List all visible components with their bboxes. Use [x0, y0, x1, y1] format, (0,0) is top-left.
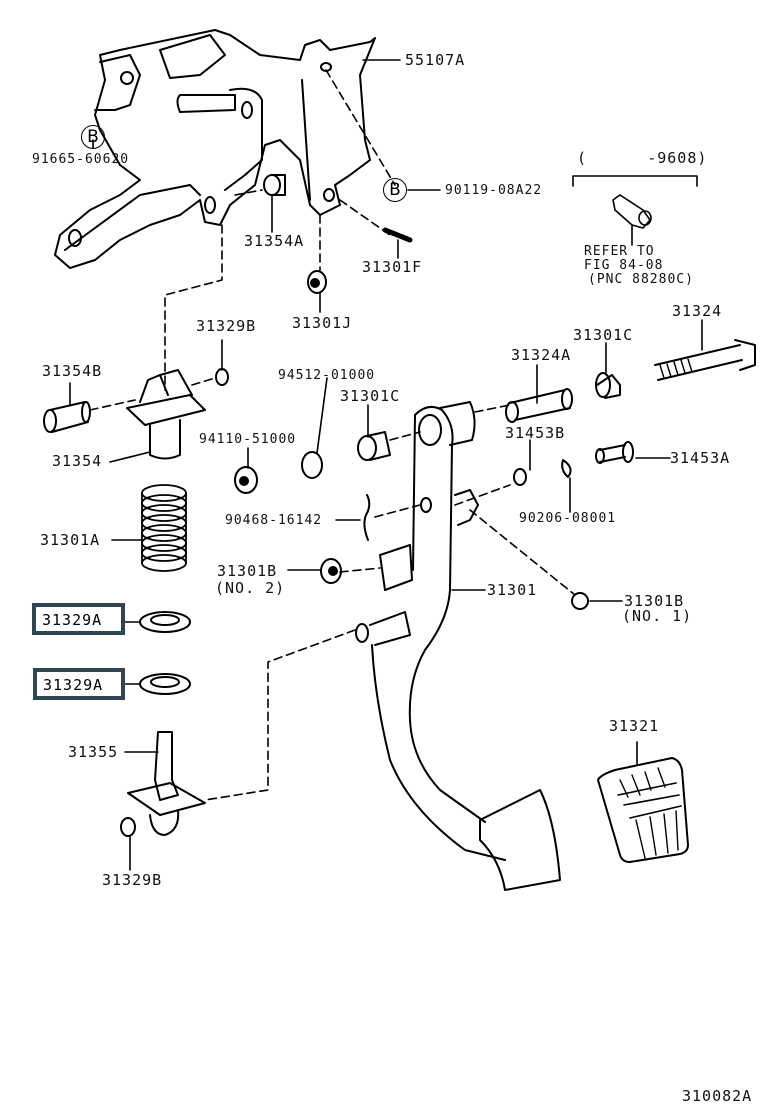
highlighted-part-31329a-lower[interactable]: 31329A [33, 668, 125, 700]
part-label-31453a[interactable]: 31453A [670, 449, 731, 467]
clip-31329b-bottom-drawing [120, 817, 136, 837]
bushing-31301c-left-drawing [357, 435, 377, 461]
nut-31301j-drawing [307, 270, 327, 294]
part-label-90206-08001[interactable]: 90206-08001 [519, 511, 617, 526]
nut-94110-drawing [234, 466, 258, 494]
part-label-31329a-upper: 31329A [42, 611, 103, 629]
rod-31355-drawing [127, 731, 206, 836]
part-label-90468-16142[interactable]: 90468-16142 [225, 513, 323, 528]
inset-note-line3: (PNC 88280C) [588, 272, 694, 287]
inset-note-line2: FIG 84-08 [584, 258, 664, 273]
cushion-31301b-no1-drawing [571, 592, 589, 610]
bushing-31453b-drawing [513, 468, 527, 486]
part-label-90119-08a22[interactable]: 90119-08A22 [445, 183, 543, 198]
part-label-91665-60620[interactable]: 91665-60620 [32, 152, 130, 167]
highlighted-part-31329a-upper[interactable]: 31329A [32, 603, 125, 635]
part-label-31321[interactable]: 31321 [609, 717, 660, 735]
part-label-31329a-lower: 31329A [43, 676, 104, 694]
part-label-31301j[interactable]: 31301J [292, 314, 353, 332]
part-label-31329b-bottom[interactable]: 31329B [102, 871, 163, 889]
assembly-lines [89, 69, 576, 801]
clevis-31354-drawing [126, 369, 206, 460]
part-label-31329b-top[interactable]: 31329B [196, 317, 257, 335]
part-label-31324a[interactable]: 31324A [511, 346, 572, 364]
callout-b-left: B [81, 125, 105, 149]
pin-31354b-drawing [49, 401, 89, 433]
bushing-31354a-drawing [263, 174, 281, 196]
part-label-31301b-no2-note: (NO. 2) [215, 579, 286, 597]
part-label-31354[interactable]: 31354 [52, 452, 103, 470]
part-label-94110-51000[interactable]: 94110-51000 [199, 432, 297, 447]
bolt-31301f-drawing [382, 227, 413, 243]
inset-note-line1: REFER TO [584, 244, 655, 259]
figure-code: 310082A [682, 1087, 753, 1105]
clip-90468-drawing [363, 494, 371, 541]
part-label-31301c-right[interactable]: 31301C [573, 326, 634, 344]
part-label-31301a[interactable]: 31301A [40, 531, 101, 549]
clip-90206-drawing [561, 459, 572, 478]
pedal-pad-31321-drawing [597, 757, 689, 863]
part-label-31354b[interactable]: 31354B [42, 362, 103, 380]
part-label-31324[interactable]: 31324 [672, 302, 723, 320]
callout-b-right: B [383, 178, 407, 202]
bushing-31301c-right-drawing [596, 374, 621, 399]
spring-31301a-drawing [141, 484, 187, 572]
pedal-bracket-drawing [54, 29, 376, 269]
part-label-31301[interactable]: 31301 [487, 581, 538, 599]
part-label-31354a[interactable]: 31354A [244, 232, 305, 250]
cushion-31301b-no2-drawing [320, 558, 342, 584]
part-label-55107a[interactable]: 55107A [405, 51, 466, 69]
pedal-arm-31301-drawing [355, 401, 561, 891]
part-label-31301b-no1-note: (NO. 1) [622, 607, 693, 625]
part-label-31355[interactable]: 31355 [68, 743, 119, 761]
pin-31453a-drawing [595, 441, 634, 464]
sleeve-31324a-drawing [509, 389, 571, 421]
clip-31329b-top-drawing [215, 368, 229, 386]
part-label-31301b-no1[interactable]: 31301B [624, 592, 685, 610]
part-label-94512-01000[interactable]: 94512-01000 [278, 368, 376, 383]
part-label-31301f[interactable]: 31301F [362, 258, 423, 276]
inset-range: ( -9608) [577, 149, 708, 167]
bolt-31324-drawing [654, 339, 756, 381]
part-label-31301c-left[interactable]: 31301C [340, 387, 401, 405]
part-label-31301b-no2[interactable]: 31301B [217, 562, 278, 580]
part-label-31453b[interactable]: 31453B [505, 424, 566, 442]
washer-94512-drawing [301, 451, 323, 479]
inset-bracket [572, 175, 698, 246]
